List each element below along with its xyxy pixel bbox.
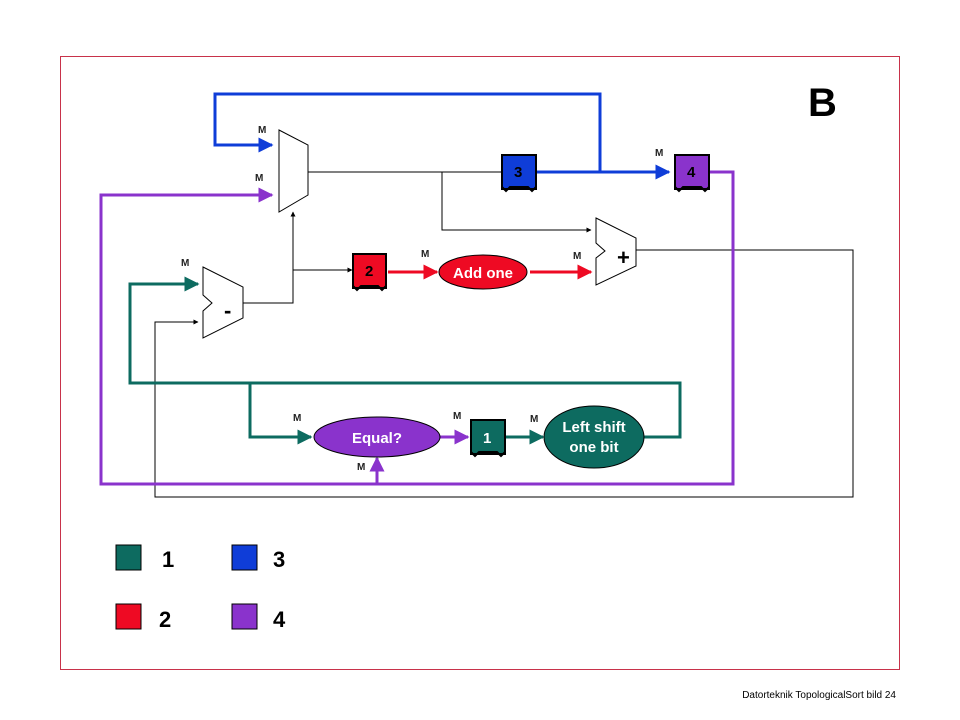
legend-swatch-2: [115, 603, 142, 630]
add-one-label: Add one: [453, 265, 513, 282]
mux-label: M: [181, 258, 189, 269]
mux-label: M: [530, 414, 538, 425]
register-4: 4: [674, 154, 710, 193]
minus-symbol: -: [224, 298, 231, 323]
register-1: 1: [470, 419, 506, 458]
mux-label: M: [255, 173, 263, 184]
register-3: 3: [501, 154, 537, 193]
left-shift-label-line1: Left shift: [562, 419, 625, 436]
mux-label: M: [655, 148, 663, 159]
teal-wires: [128, 276, 682, 445]
register-4-label: 4: [687, 164, 696, 181]
legend-swatch-1: [115, 544, 142, 571]
add-one-unit: [438, 254, 528, 290]
top-multiplexer: [278, 129, 309, 213]
legend-label-3: 3: [273, 547, 285, 572]
mux-label: M: [357, 462, 365, 473]
register-3-label: 3: [514, 164, 522, 181]
purple-wires: [99, 170, 735, 486]
legend-swatch-3: [231, 544, 258, 571]
left-shift-unit: [543, 405, 645, 469]
legend-label-4: 4: [273, 607, 286, 632]
legend-label-2: 2: [159, 607, 171, 632]
left-shift-label-line2: one bit: [569, 439, 618, 456]
mux-labels: M M M M M M M M M M: [181, 125, 663, 473]
subtract-alu: [202, 266, 244, 339]
black-wires: [154, 171, 854, 498]
legend: 1 2 3 4: [115, 544, 286, 632]
add-alu: [595, 217, 637, 286]
mux-label: M: [453, 411, 461, 422]
mux-label: M: [293, 413, 301, 424]
register-2-label: 2: [365, 263, 373, 280]
equal-unit: [313, 416, 441, 458]
plus-symbol: +: [617, 245, 630, 270]
mux-label: M: [421, 249, 429, 260]
register-1-label: 1: [483, 430, 491, 447]
slide-footer: Datorteknik TopologicalSort bild 24: [742, 690, 896, 701]
blue-wires: [213, 92, 671, 180]
mux-label: M: [258, 125, 266, 136]
legend-label-1: 1: [162, 547, 174, 572]
legend-swatch-4: [231, 603, 258, 630]
register-2: 2: [352, 253, 387, 292]
equal-label: Equal?: [352, 430, 402, 447]
slide-title: B: [808, 81, 837, 125]
mux-label: M: [573, 251, 581, 262]
slide-frame: [60, 56, 900, 670]
